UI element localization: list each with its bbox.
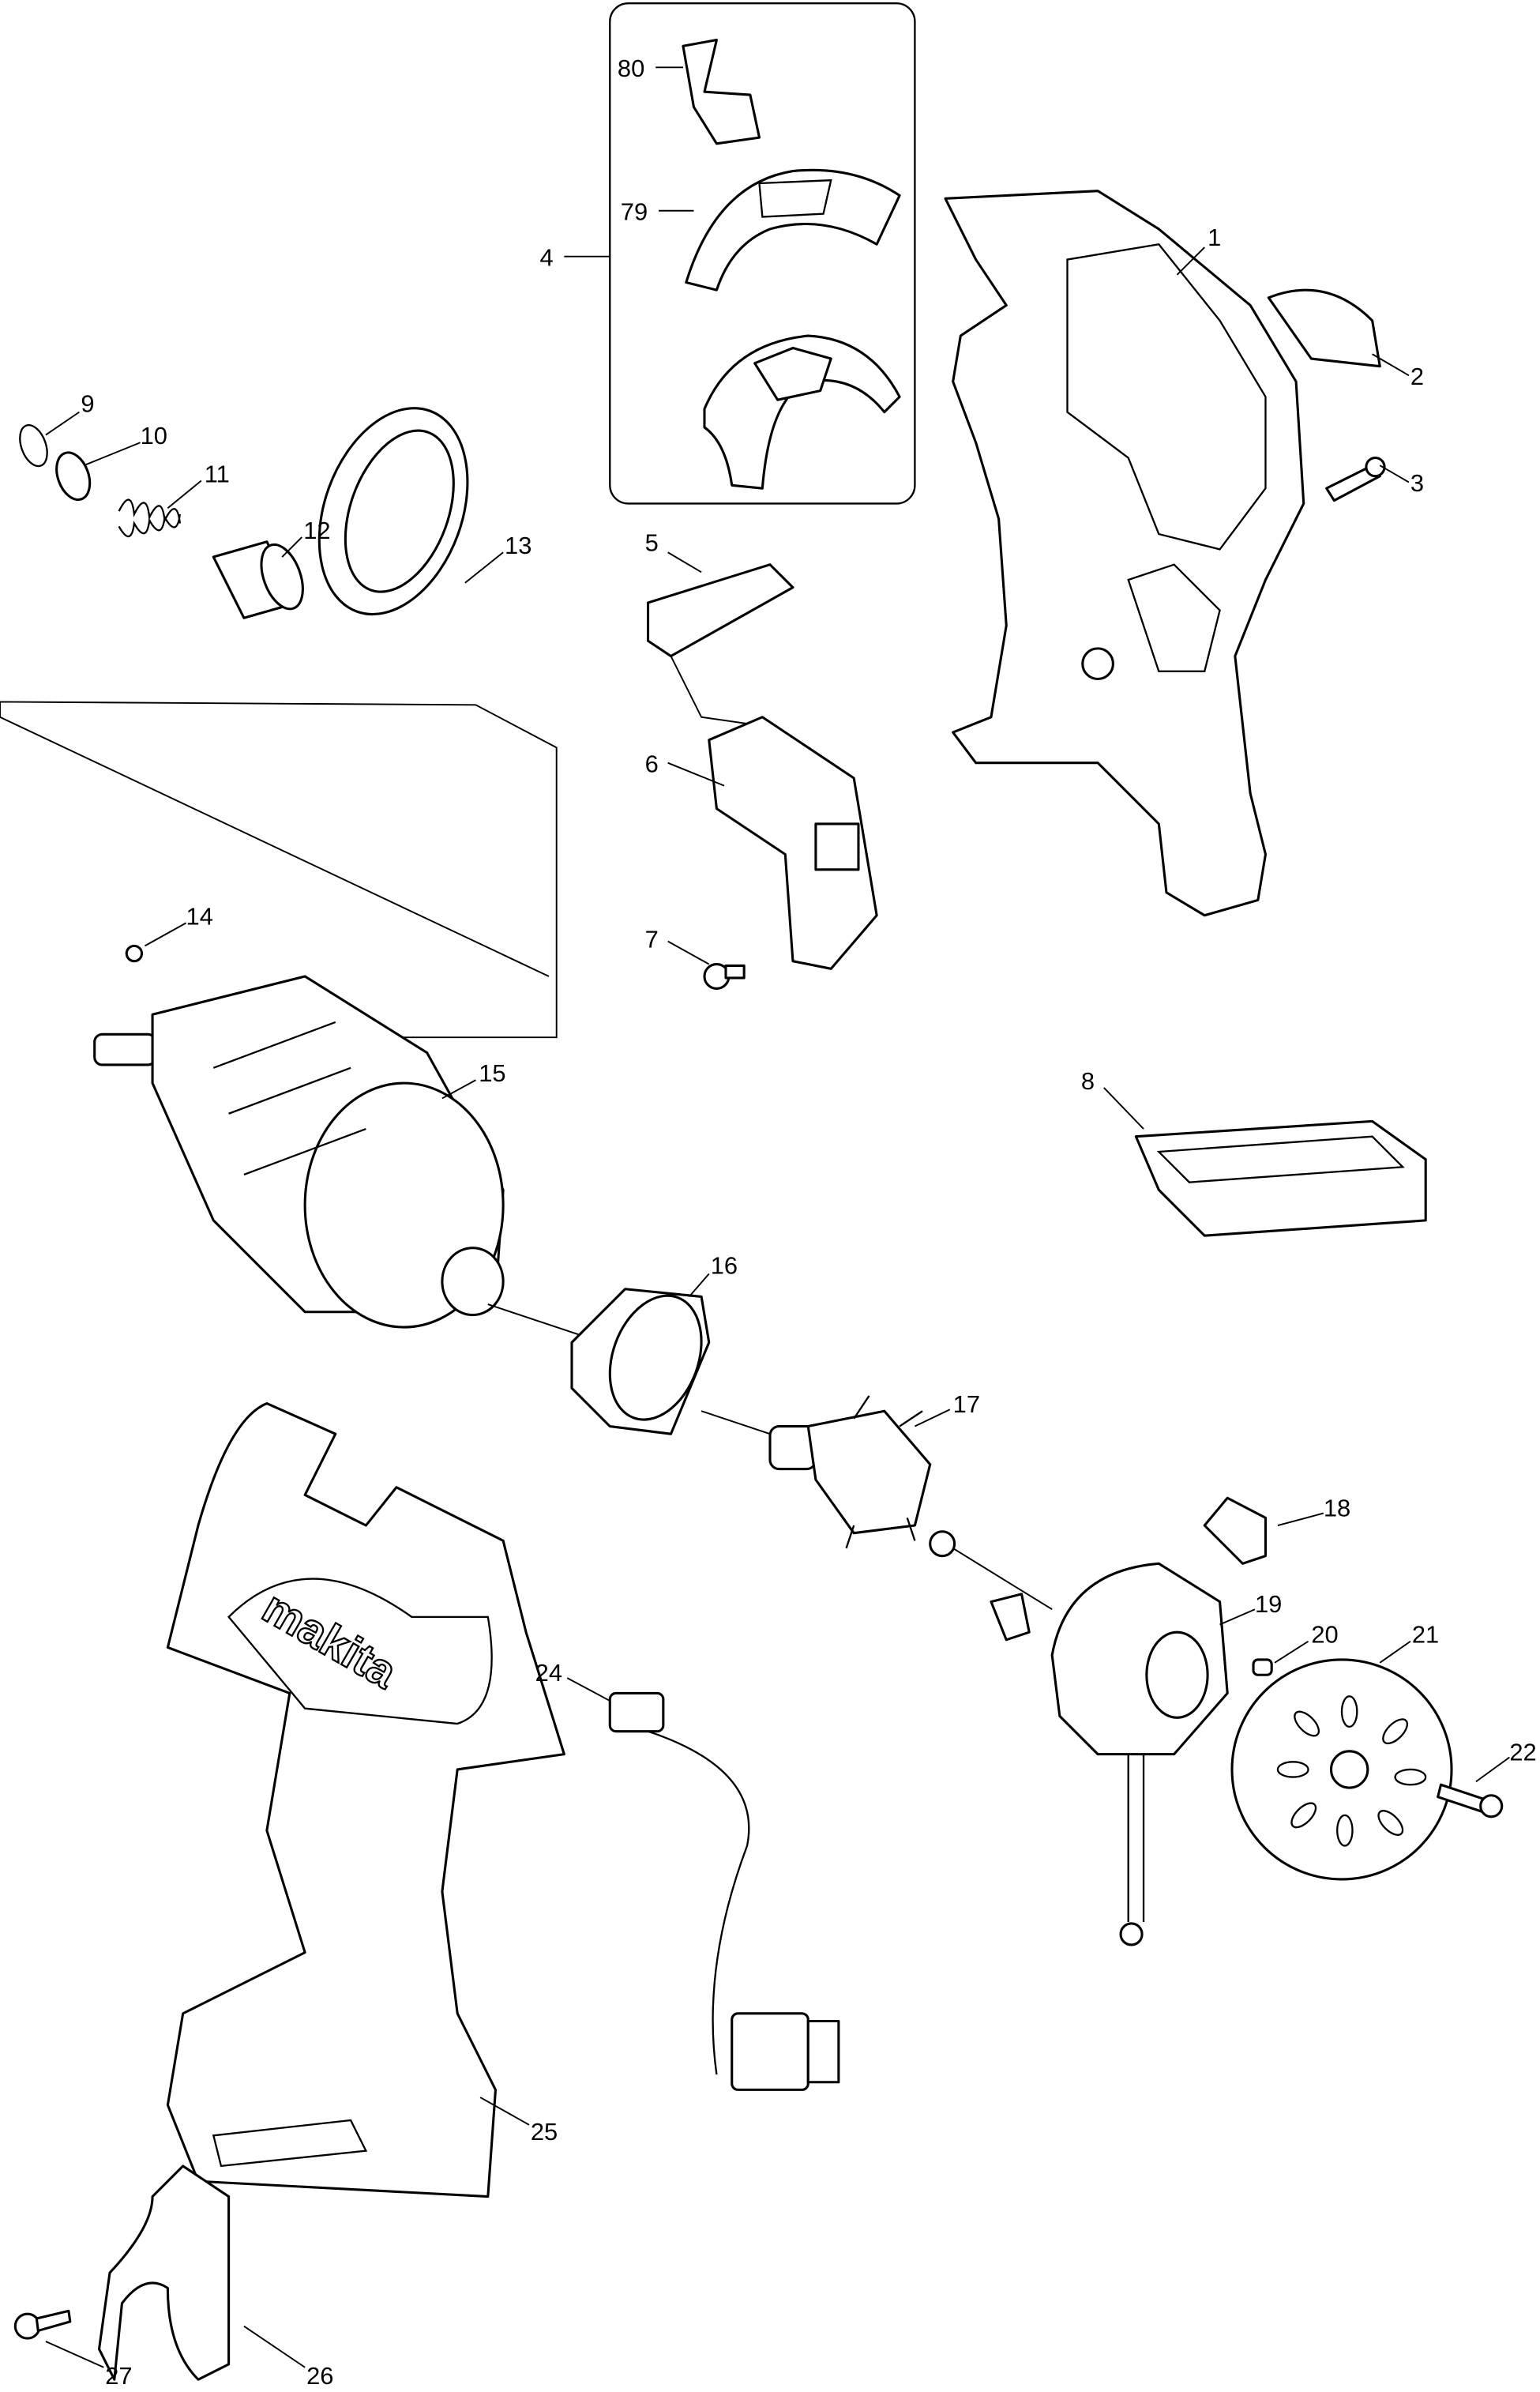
label-79: 79	[621, 197, 648, 225]
label-12: 12	[303, 517, 330, 544]
part-22-screw	[1437, 1783, 1504, 1818]
part-3-screw	[1325, 456, 1386, 502]
label-5: 5	[645, 528, 659, 556]
part-10-washer	[55, 451, 92, 502]
part-20-pin	[1252, 1658, 1273, 1676]
label-9: 9	[81, 390, 94, 418]
label-4: 4	[539, 243, 553, 271]
part-6-switch	[708, 716, 878, 970]
label-19: 19	[1255, 1590, 1282, 1618]
label-17: 17	[953, 1390, 980, 1418]
label-25: 25	[531, 2118, 558, 2146]
label-3: 3	[1410, 469, 1424, 497]
axis-line-3	[952, 1548, 1053, 1611]
part-7-screw	[703, 962, 746, 990]
part-4-switch-cover	[703, 334, 901, 490]
label-6: 6	[645, 750, 659, 777]
part-16-magnet-ring	[570, 1288, 711, 1435]
label-20: 20	[1311, 1621, 1338, 1649]
label-18: 18	[1324, 1494, 1350, 1521]
leader-5-6	[670, 656, 755, 726]
label-24: 24	[535, 1659, 562, 1687]
part-14-ball	[125, 944, 144, 963]
part-5-lever	[647, 563, 794, 658]
part-24-led-wire	[608, 1691, 840, 2091]
kit-group-box	[609, 2, 916, 505]
part-2-label	[1267, 288, 1381, 368]
axis-line-2	[701, 1410, 771, 1435]
axis-line-1	[487, 1303, 580, 1336]
label-16: 16	[711, 1251, 738, 1279]
label-13: 13	[505, 532, 531, 559]
part-25-housing: makita	[166, 1402, 565, 2198]
part-13-ring-nut	[317, 407, 469, 616]
part-80-clip	[682, 38, 761, 145]
label-2: 2	[1410, 363, 1424, 390]
part-27-screw	[13, 2309, 72, 2340]
part-12-sleeve	[212, 540, 304, 619]
label-27: 27	[105, 2362, 132, 2390]
label-7: 7	[645, 925, 659, 953]
part-17-rotor	[768, 1395, 956, 1558]
part-1-housing	[944, 190, 1305, 917]
part-79-plate	[685, 168, 901, 291]
part-23-terminal	[990, 1593, 1031, 1642]
label-22: 22	[1509, 1738, 1536, 1766]
part-11-spring	[118, 498, 181, 538]
part-9-retaining-ring	[19, 423, 48, 468]
part-8-terminal-cover	[1134, 1119, 1427, 1237]
label-15: 15	[479, 1059, 505, 1087]
part-26-belt-hook	[97, 2164, 231, 2381]
assembly-guide-lines	[0, 701, 558, 1039]
label-8: 8	[1081, 1067, 1095, 1095]
label-80: 80	[618, 55, 644, 82]
label-26: 26	[306, 2362, 333, 2390]
label-11: 11	[205, 460, 230, 487]
part-19-brush-holder	[1050, 1562, 1229, 1946]
label-10: 10	[141, 422, 167, 449]
label-14: 14	[186, 902, 213, 930]
label-1: 1	[1208, 224, 1221, 251]
part-21-rear-cover	[1230, 1658, 1453, 1881]
label-21: 21	[1412, 1621, 1439, 1649]
leader-lines	[45, 66, 1510, 2368]
part-15-gear-assembly	[93, 975, 505, 1329]
part-18-clip	[1203, 1496, 1268, 1565]
